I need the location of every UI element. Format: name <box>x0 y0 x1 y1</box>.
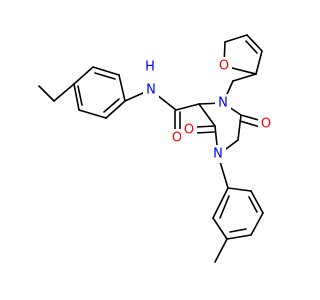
bond <box>232 73 257 82</box>
bond <box>239 120 261 128</box>
bond <box>246 34 263 52</box>
bond <box>73 83 80 111</box>
ring-o-left-label: O <box>181 121 197 139</box>
bond <box>195 125 216 128</box>
amide-o-text: O <box>172 131 182 146</box>
bond <box>78 109 107 119</box>
bond <box>227 187 252 192</box>
aromatic-bond <box>77 85 83 106</box>
ring-n-top-text: N <box>218 96 228 111</box>
bond <box>250 190 264 214</box>
furan-o-text: O <box>219 59 229 74</box>
amide-group <box>124 92 200 132</box>
bond <box>226 234 252 240</box>
aromatic-bond <box>94 72 116 80</box>
amide-h-text: H <box>145 60 155 75</box>
bond <box>214 238 228 263</box>
bond <box>156 94 177 111</box>
bond <box>250 212 264 236</box>
ethylphenyl-group <box>38 66 126 119</box>
bond <box>175 103 200 111</box>
furan-o-label: O <box>216 57 232 75</box>
bond <box>212 187 229 219</box>
amide-n-label: N <box>143 82 159 100</box>
bond <box>38 85 55 102</box>
ring-n-top-label: N <box>215 94 231 112</box>
amide-h-label: H <box>143 59 157 75</box>
ring-n-bottom-label: N <box>210 145 226 163</box>
ring-n-bottom-text: N <box>213 147 223 162</box>
molecule-structure: N H O O N N O O <box>38 34 274 263</box>
bond <box>105 100 126 119</box>
methylphenyl-group <box>212 154 264 263</box>
bond <box>237 114 242 141</box>
aromatic-bond <box>245 40 258 54</box>
aromatic-bond <box>229 228 247 233</box>
bond <box>118 74 126 102</box>
aromatic-bond <box>219 195 230 219</box>
aromatic-bond <box>103 98 120 113</box>
aromatic-bond <box>248 196 258 213</box>
bond <box>224 34 248 43</box>
bond <box>195 131 215 134</box>
ring-o-right-text: O <box>261 117 271 132</box>
bond <box>255 50 263 75</box>
ring-o-left-text: O <box>184 123 194 138</box>
bond <box>92 66 120 76</box>
bond <box>124 92 144 102</box>
bond <box>198 103 216 127</box>
ring-o-right-label: O <box>258 115 274 133</box>
bond <box>212 217 228 240</box>
bond <box>73 66 94 85</box>
bond <box>53 83 75 102</box>
amide-n-text: N <box>146 83 156 98</box>
